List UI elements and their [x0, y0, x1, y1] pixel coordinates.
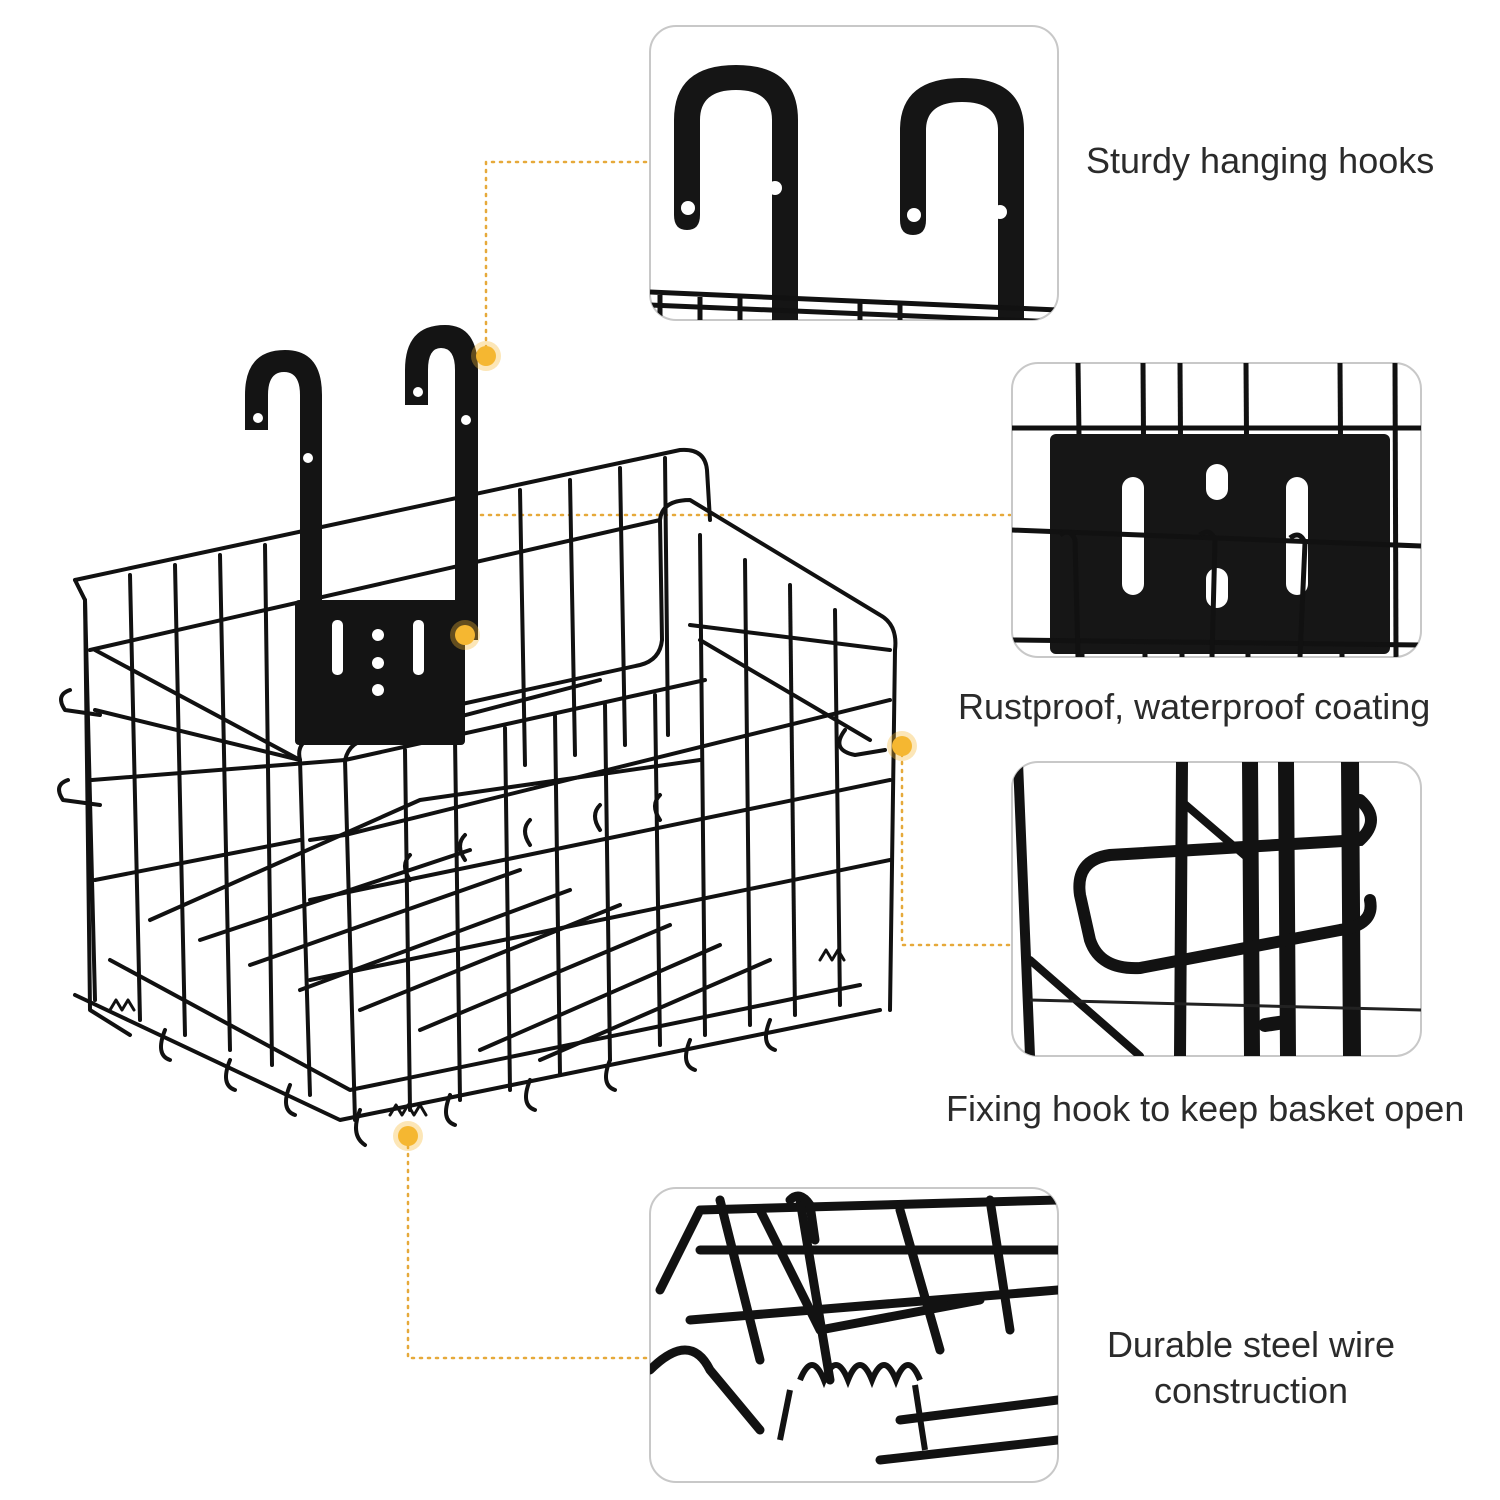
front-panel-wires	[343, 533, 842, 1122]
feature-label-wire: Durable steel wire construction	[1096, 1322, 1406, 1414]
leader-lines	[406, 160, 1012, 1360]
panel-hooks-closeup	[649, 25, 1059, 321]
springs	[108, 948, 846, 1117]
panel-fixing-closeup	[1011, 761, 1422, 1057]
feature-label-hooks: Sturdy hanging hooks	[1086, 140, 1435, 181]
leader-line-wire	[406, 1136, 650, 1360]
feature-label-wire-line2: construction	[1153, 1370, 1349, 1411]
hook-holes	[253, 387, 471, 696]
leader-line-fixing	[900, 744, 1012, 947]
feature-label-coating: Rustproof, waterproof coating	[958, 686, 1431, 727]
leader-line-coating	[463, 513, 1012, 637]
feature-label-fixing: Fixing hook to keep basket open	[946, 1088, 1465, 1129]
bottom-loops	[159, 793, 777, 1147]
panel-wire-closeup	[649, 1187, 1059, 1483]
panel-coating-closeup	[1011, 362, 1422, 658]
callout-dots	[393, 341, 917, 1151]
feature-label-wire-line1: Durable steel wire	[1106, 1324, 1396, 1365]
leader-line-hooks	[484, 160, 650, 358]
basket-main-icon	[57, 447, 898, 1147]
